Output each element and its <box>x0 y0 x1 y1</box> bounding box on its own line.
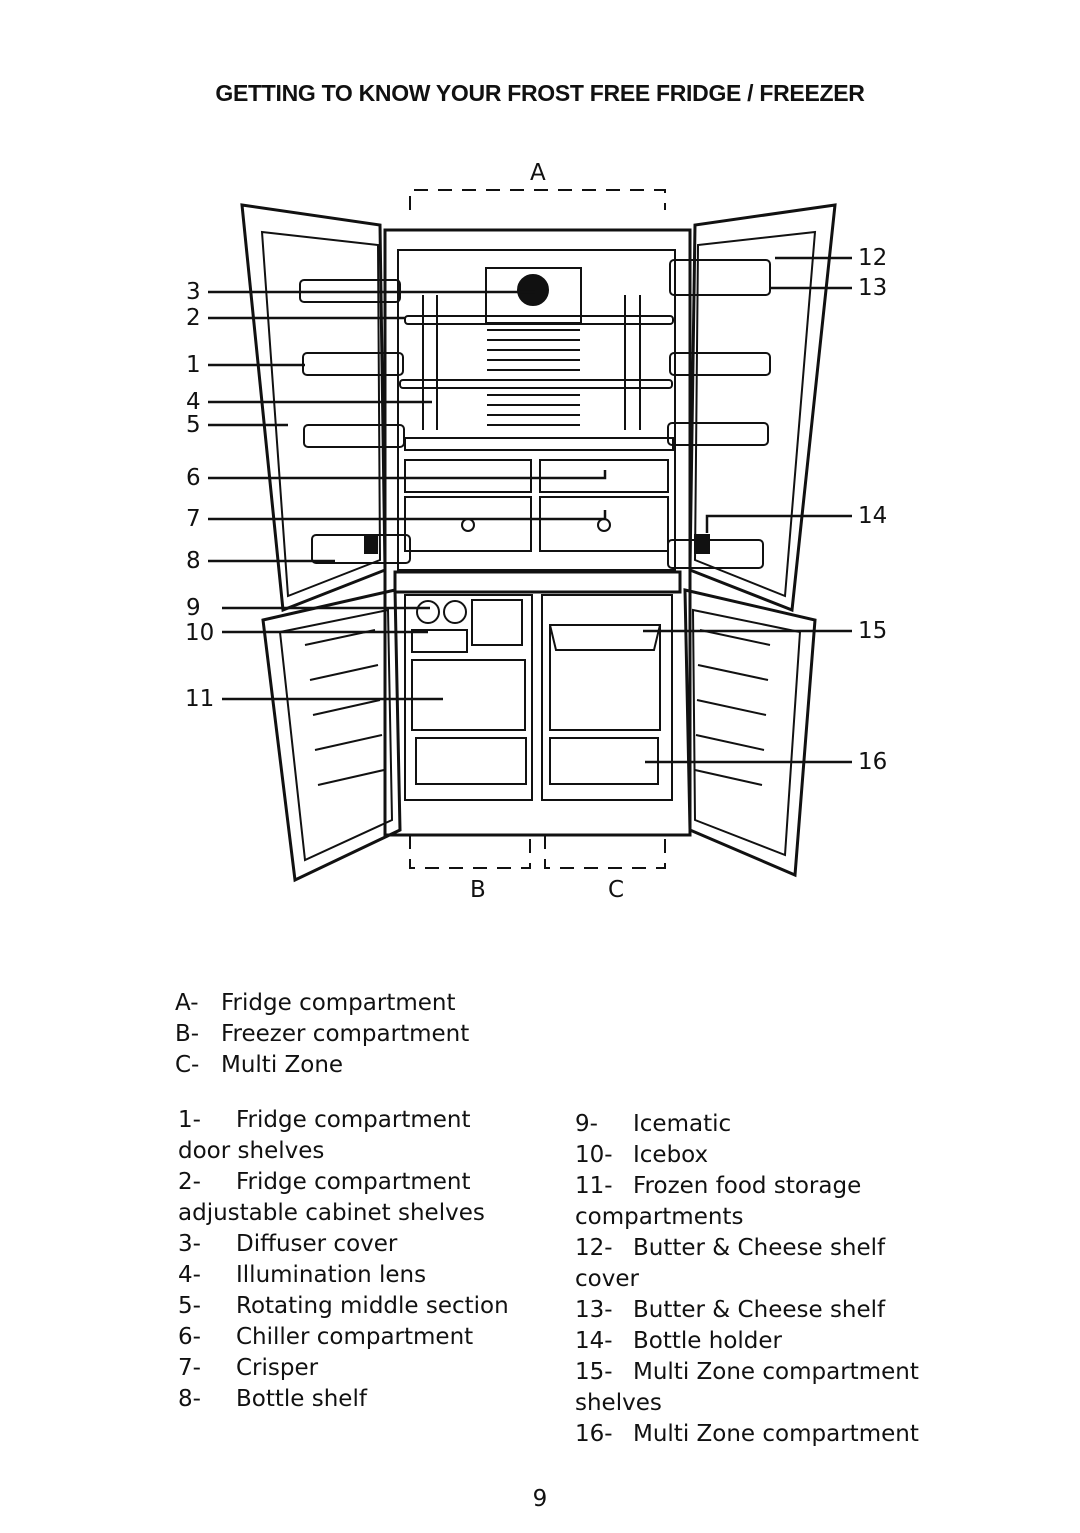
callout-5: 5 <box>186 412 201 438</box>
callout-2: 2 <box>186 305 201 331</box>
part-label: Fridge compartment adjustable cabinet sh… <box>178 1169 485 1226</box>
callout-13: 13 <box>858 275 887 301</box>
callout-9: 9 <box>186 595 201 621</box>
part-label: Butter & Cheese shelf cover <box>575 1235 886 1292</box>
callout-3: 3 <box>186 279 201 305</box>
part-number: 2- <box>178 1169 201 1195</box>
part-label: Frozen food storage compartments <box>575 1173 862 1230</box>
part-number: 4- <box>178 1262 201 1288</box>
right-freezer-door <box>683 588 817 878</box>
left-freezer-door <box>261 588 402 883</box>
part-number: 6- <box>178 1324 201 1350</box>
section-bc-brackets <box>409 835 666 869</box>
part-item: 13- Butter & Cheese shelf <box>575 1295 945 1326</box>
part-number: 7- <box>178 1355 201 1381</box>
part-number: 12- <box>575 1235 613 1261</box>
section-b-label: B <box>470 877 486 903</box>
part-item: 3- Diffuser cover <box>178 1229 523 1260</box>
legend-row: B- Freezer compartment <box>175 1019 469 1050</box>
page-title: GETTING TO KNOW YOUR FROST FREE FRIDGE /… <box>215 80 865 106</box>
section-c-label: C <box>608 877 624 903</box>
right-callout-lines <box>643 256 852 764</box>
left-fridge-door <box>240 203 411 613</box>
part-item: 11-Frozen food storage compartments <box>575 1171 945 1233</box>
part-item: 8- Bottle shelf <box>178 1384 523 1415</box>
part-number: 8- <box>178 1386 201 1412</box>
callout-4: 4 <box>186 389 201 415</box>
part-number: 10- <box>575 1142 613 1168</box>
part-item: 6- Chiller compartment <box>178 1322 523 1353</box>
fridge-freezer-diagram: A <box>185 160 887 903</box>
part-label: Fridge compartment door shelves <box>178 1107 471 1164</box>
legend-row: C- Multi Zone <box>175 1050 469 1081</box>
callout-15: 15 <box>858 618 887 644</box>
part-label: Crisper <box>236 1355 319 1381</box>
part-label: Rotating middle section <box>236 1293 509 1319</box>
right-fridge-door <box>667 203 837 613</box>
part-item: 14- Bottle holder <box>575 1326 945 1357</box>
part-item: 4- Illumination lens <box>178 1260 523 1291</box>
callout-1: 1 <box>186 352 201 378</box>
callout-10: 10 <box>185 620 214 646</box>
legend-key: A- <box>175 990 199 1016</box>
part-label: Illumination lens <box>236 1262 427 1288</box>
part-number: 5- <box>178 1293 201 1319</box>
part-number: 15- <box>575 1359 613 1385</box>
part-number: 3- <box>178 1231 201 1257</box>
part-item: 7- Crisper <box>178 1353 523 1384</box>
page-number: 9 <box>532 1486 548 1512</box>
part-item: 10- Icebox <box>575 1140 945 1171</box>
legend-key: B- <box>175 1021 200 1047</box>
callout-16: 16 <box>858 749 887 775</box>
part-number: 9- <box>575 1111 598 1137</box>
part-label: Icematic <box>633 1111 732 1137</box>
part-label: Icebox <box>633 1142 709 1168</box>
part-number: 11- <box>575 1173 613 1199</box>
part-label: Multi Zone compartment shelves <box>575 1359 919 1416</box>
part-label: Chiller compartment <box>236 1324 474 1350</box>
legend-label: Fridge compartment <box>221 990 456 1016</box>
part-item: 1-Fridge compartment door shelves <box>178 1105 523 1167</box>
cabinet <box>383 228 692 837</box>
part-number: 1- <box>178 1107 201 1133</box>
section-a-bracket <box>409 189 666 210</box>
part-label: Bottle shelf <box>236 1386 367 1412</box>
part-label: Diffuser cover <box>236 1231 398 1257</box>
callout-12: 12 <box>858 245 887 271</box>
part-item: 16- Multi Zone compartment <box>575 1419 945 1450</box>
parts-list-right: 9- Icematic 10- Icebox 11-Frozen food stor… <box>575 1109 945 1450</box>
left-callout-lines <box>208 290 607 701</box>
section-a-label: A <box>530 160 546 186</box>
part-number: 13- <box>575 1297 613 1323</box>
callout-6: 6 <box>186 465 201 491</box>
legend-key: C- <box>175 1052 200 1078</box>
part-number: 16- <box>575 1421 613 1447</box>
callout-11: 11 <box>185 686 214 712</box>
part-item: 12-Butter & Cheese shelf cover <box>575 1233 945 1295</box>
part-number: 14- <box>575 1328 613 1354</box>
part-label: Bottle holder <box>633 1328 782 1354</box>
callout-7: 7 <box>186 506 201 532</box>
legend-label: Freezer compartment <box>221 1021 470 1047</box>
part-item: 9- Icematic <box>575 1109 945 1140</box>
part-item: 5- Rotating middle section <box>178 1291 523 1322</box>
section-legend: A- Fridge compartment B- Freezer compart… <box>175 988 469 1081</box>
callout-14: 14 <box>858 503 887 529</box>
legend-label: Multi Zone <box>221 1052 344 1078</box>
part-item: 2-Fridge compartment adjustable cabinet … <box>178 1167 523 1229</box>
parts-list-left: 1-Fridge compartment door shelves 2-Frid… <box>178 1105 523 1415</box>
part-label: Butter & Cheese shelf <box>633 1297 886 1323</box>
legend-row: A- Fridge compartment <box>175 988 469 1019</box>
part-item: 15-Multi Zone compartment shelves <box>575 1357 945 1419</box>
part-label: Multi Zone compartment <box>633 1421 919 1447</box>
callout-8: 8 <box>186 548 201 574</box>
